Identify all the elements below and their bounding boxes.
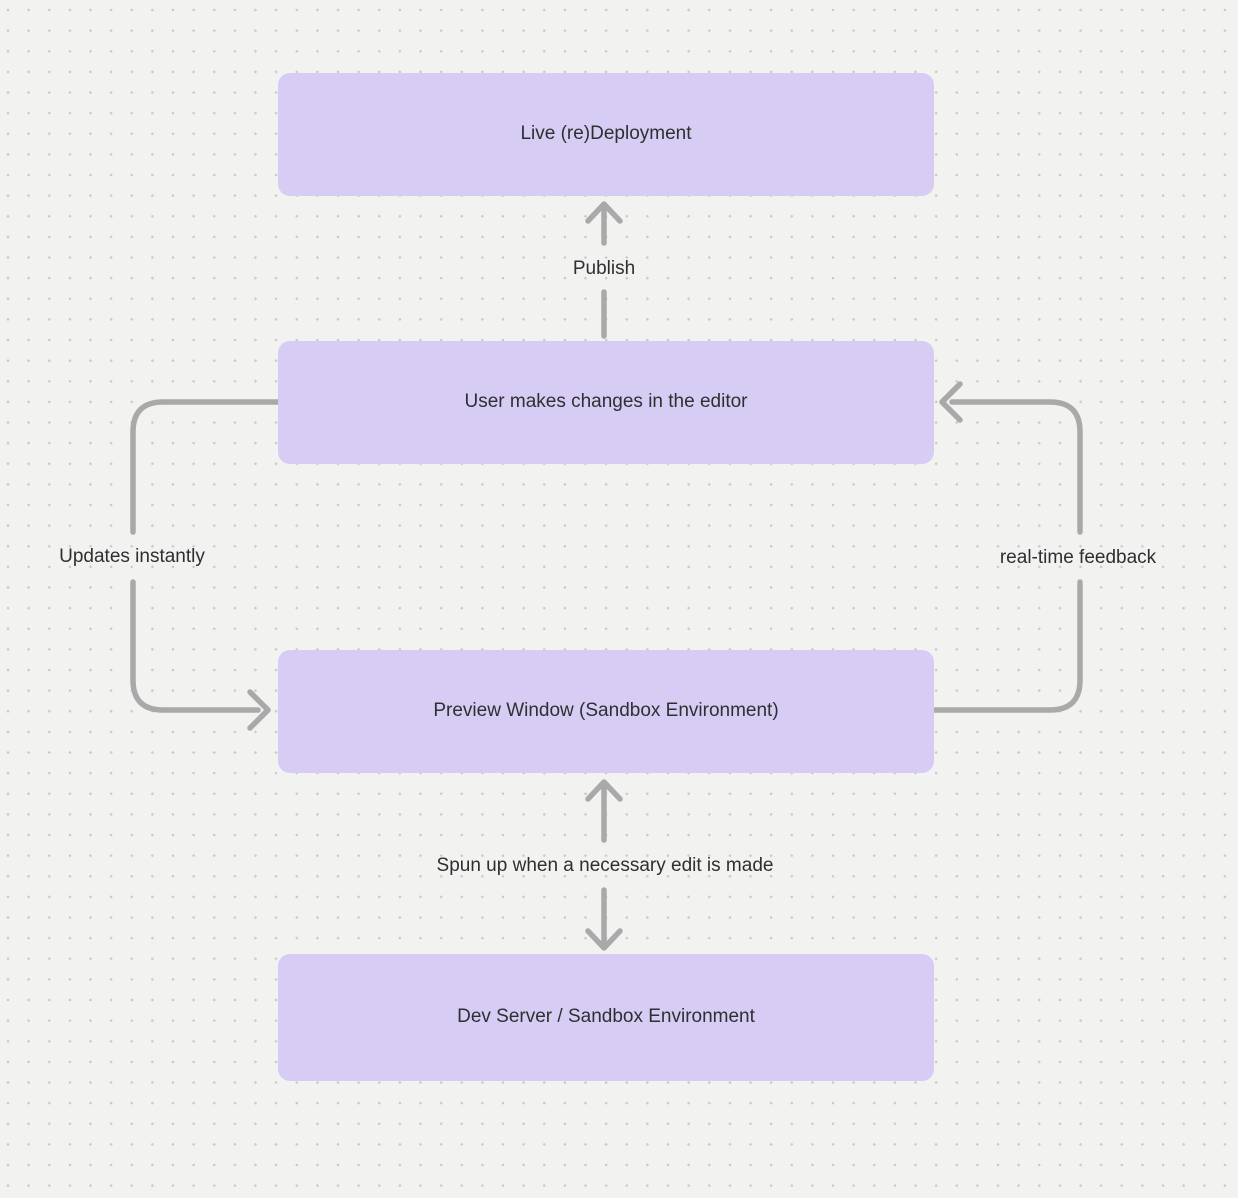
node-dev-server[interactable]: Dev Server / Sandbox Environment (278, 954, 934, 1081)
node-preview-window[interactable]: Preview Window (Sandbox Environment) (278, 650, 934, 773)
node-user-makes-changes[interactable]: User makes changes in the editor (278, 341, 934, 464)
arrow-updates-instantly-icon (130, 399, 281, 731)
edge-label-updates-instantly: Updates instantly (59, 546, 205, 567)
node-live-redeployment-label: Live (re)Deployment (520, 123, 692, 145)
node-live-redeployment[interactable]: Live (re)Deployment (278, 73, 934, 196)
node-user-makes-changes-label: User makes changes in the editor (464, 391, 748, 413)
node-dev-server-label: Dev Server / Sandbox Environment (457, 1006, 755, 1028)
edge-label-spun-up: Spun up when a necessary edit is made (436, 855, 774, 876)
arrow-realtime-feedback-icon (931, 381, 1083, 713)
edge-label-publish: Publish (572, 258, 636, 279)
node-preview-window-label: Preview Window (Sandbox Environment) (433, 700, 779, 722)
arrow-spun-up-bidirectional-icon (585, 779, 623, 951)
edge-label-realtime-feedback: real-time feedback (999, 547, 1157, 568)
arrow-publish-up-icon (585, 201, 623, 339)
